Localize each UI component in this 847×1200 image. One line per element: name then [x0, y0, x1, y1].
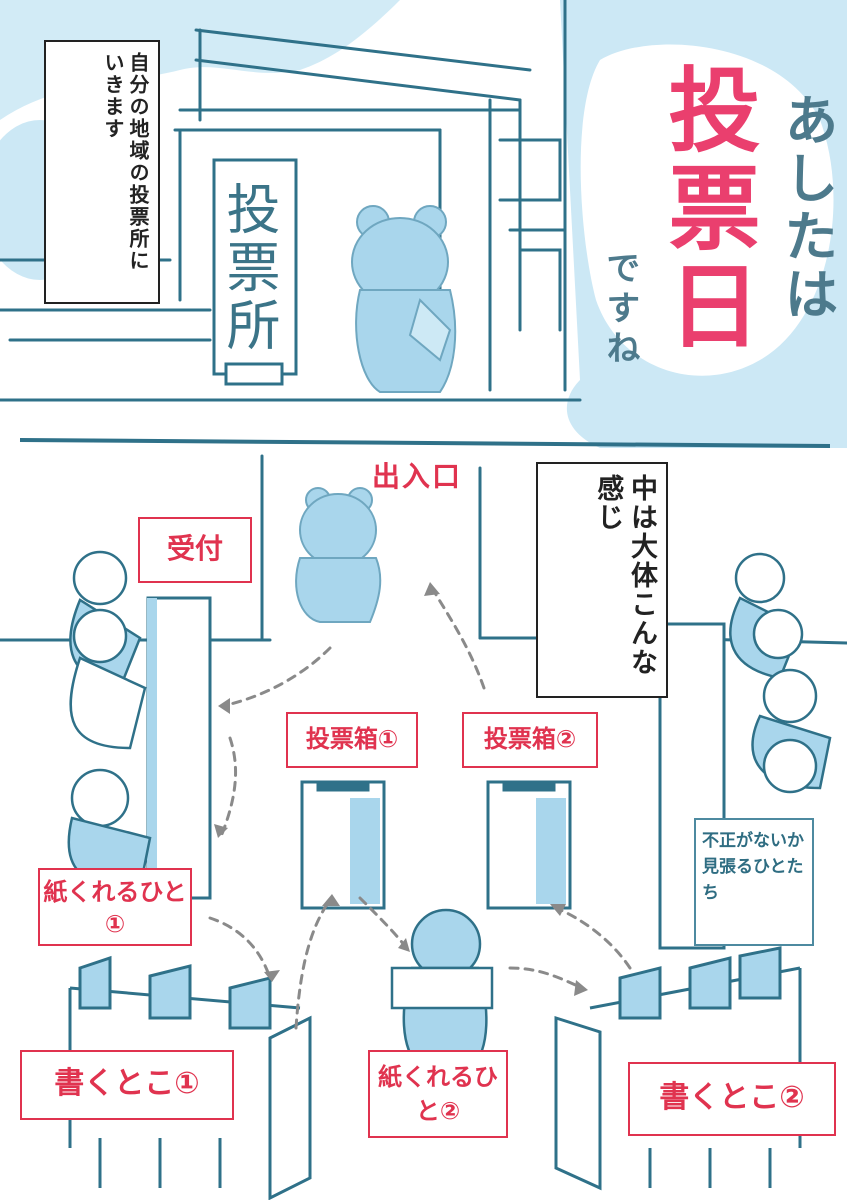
sign-label: 投票所	[217, 181, 280, 355]
top-panel-illustration	[0, 0, 847, 448]
watchers-group	[729, 552, 832, 794]
bottom-panel: 中は大体こんな感じ 出入口 受付 投票箱① 投票箱② 紙くれるひと① 書くとこ①…	[0, 448, 847, 1200]
paper-giver-2-label: 紙くれるひと②	[368, 1050, 508, 1138]
title-sub: ですね	[600, 250, 640, 370]
title-main: 投票日	[653, 62, 760, 356]
reception-staff	[67, 550, 152, 890]
title-line-1: あしたは	[775, 92, 838, 324]
bottom-panel-illustration	[0, 454, 847, 1200]
bear-character	[351, 205, 457, 393]
watchers-label: 不正がないか見張るひとたち	[694, 818, 814, 946]
voting-booths-2	[554, 946, 802, 1191]
paper-giver-2	[390, 908, 494, 1070]
reception-label: 受付	[138, 517, 252, 583]
entrance-label: 出入口	[372, 460, 463, 493]
top-panel: 自分の地域の投票所にいきます 投票所 あしたは 投票日 ですね	[0, 0, 847, 448]
ballot-box-2-label: 投票箱②	[462, 712, 598, 768]
write-area-1-label: 書くとこ①	[20, 1050, 234, 1120]
reception-desk	[146, 596, 212, 900]
arrow-heads	[214, 582, 588, 996]
ballot-box-2	[486, 780, 572, 910]
narration-box: 自分の地域の投票所にいきます	[44, 40, 160, 304]
narration-box: 中は大体こんな感じ	[536, 462, 668, 698]
bear-character	[295, 487, 382, 623]
ballot-box-1-label: 投票箱①	[286, 712, 418, 768]
ballot-box-1	[300, 780, 386, 910]
paper-giver-1-label: 紙くれるひと①	[38, 868, 192, 946]
polling-station-sign	[212, 158, 298, 386]
write-area-2-label: 書くとこ②	[628, 1062, 836, 1136]
